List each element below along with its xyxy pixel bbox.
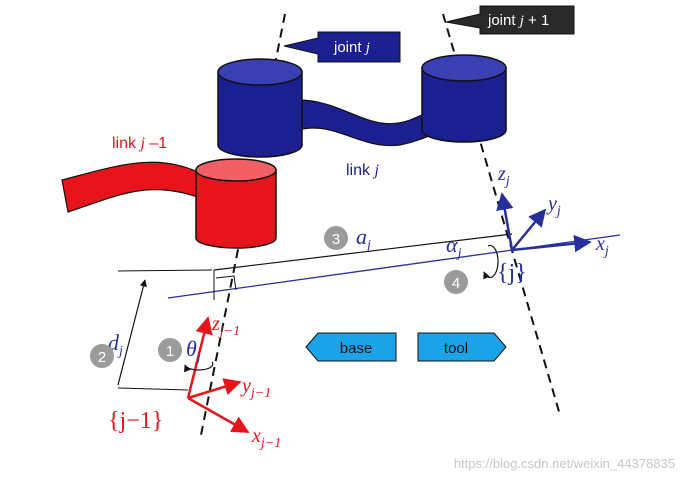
frame-prev-y-label: yj−1 (240, 375, 271, 401)
callout-joint-j: joint j (283, 31, 401, 63)
step-badge-2: 2 (90, 344, 114, 368)
watermark-text: https://blog.csdn.net/weixin_44378835 (454, 456, 675, 471)
callout-joint-j-plus-1: joint j + 1 (445, 5, 575, 35)
a-dimension-line (213, 233, 513, 271)
d-dimension-bottom (117, 387, 189, 391)
alpha-rotation-arrow (483, 244, 499, 280)
theta-rotation-arrow (184, 361, 214, 373)
frame-cur-x-label: xj (595, 233, 609, 259)
frame-cur-axes (496, 192, 592, 253)
step-badge-1: 1 (158, 338, 182, 362)
svg-text:joint j + 1: joint j + 1 (487, 12, 549, 29)
frame-cur-y-label: yj (546, 193, 561, 219)
frame-prev-axes (186, 316, 250, 434)
red-cylinder (195, 158, 277, 249)
svg-text:2: 2 (98, 349, 106, 366)
frame-prev-label: {j−1} (108, 408, 163, 434)
label-link-cur: link j (346, 162, 379, 179)
base-button[interactable]: base (305, 332, 397, 362)
param-theta-label: θj (186, 336, 201, 365)
joint-j1-cylinder (421, 54, 507, 143)
d-dimension-top (117, 269, 213, 272)
frame-prev-z-label: zj−1 (211, 313, 240, 339)
joint-j-cylinder (217, 58, 303, 158)
label-link-prev: link j –1 (112, 135, 167, 152)
right-angle-mark (215, 275, 237, 291)
svg-text:3: 3 (332, 231, 340, 248)
svg-text:joint j: joint j (333, 39, 370, 56)
svg-text:1: 1 (166, 343, 174, 360)
svg-text:base: base (340, 340, 373, 357)
tool-button[interactable]: tool (417, 332, 507, 362)
step-badge-4: 4 (444, 270, 468, 294)
param-alpha-label: αj (446, 232, 462, 261)
param-a-label: aj (356, 224, 371, 253)
svg-text:tool: tool (444, 340, 468, 357)
link-prev-body (61, 161, 211, 213)
svg-text:4: 4 (452, 275, 460, 292)
joint-j1-axis (442, 13, 561, 416)
frame-cur-label: {j} (497, 260, 527, 286)
step-badge-3: 3 (324, 226, 348, 250)
d-dimension-line (117, 279, 147, 386)
frame-prev-x-label: xj−1 (251, 425, 281, 451)
frame-cur-z-label: zj (497, 163, 510, 189)
